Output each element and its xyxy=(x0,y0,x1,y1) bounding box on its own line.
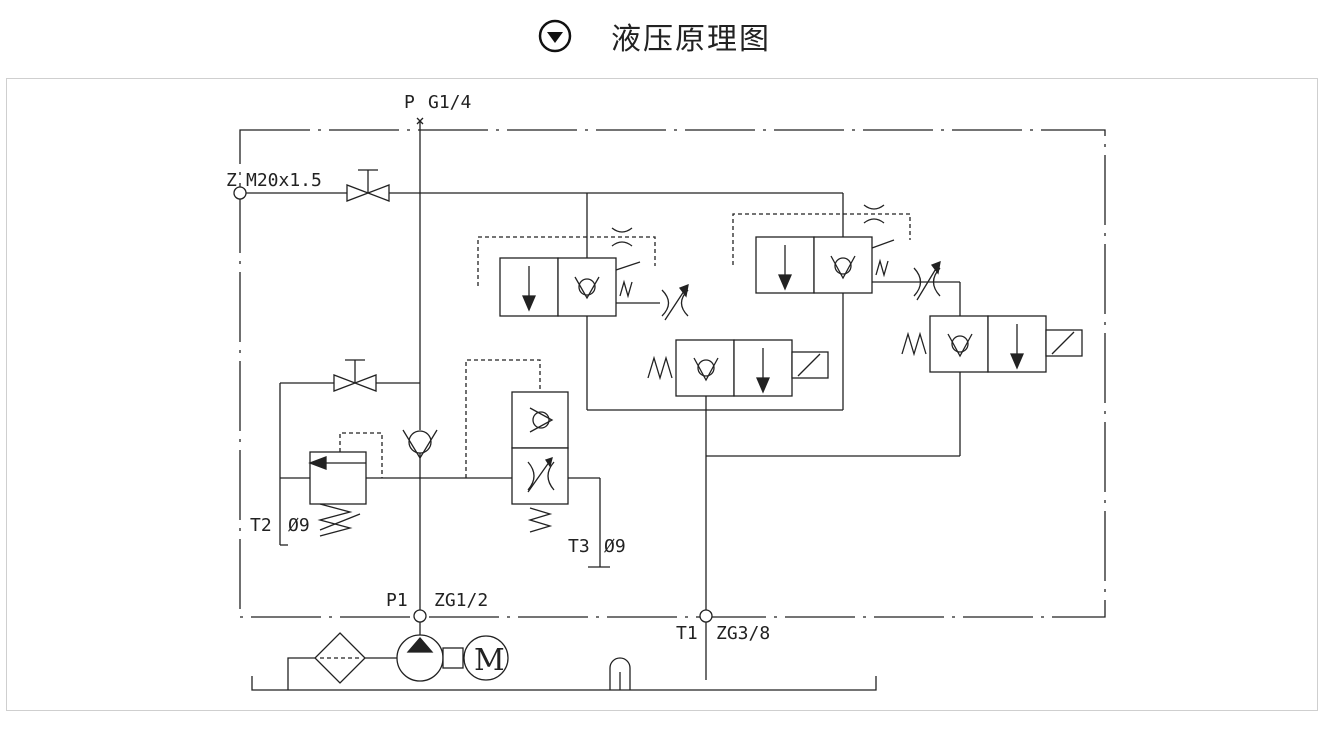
relief-valve xyxy=(280,432,600,537)
header-title-group: 液压原理图 xyxy=(537,14,771,58)
label-p-size: G1/4 xyxy=(428,92,471,113)
label-p1: P1 xyxy=(386,590,408,611)
diagram-panel xyxy=(6,78,1318,711)
label-t2: T2 xyxy=(250,515,272,536)
page-title: 液压原理图 xyxy=(611,22,771,57)
label-t3-size: Ø9 xyxy=(604,536,626,557)
label-t3: T3 xyxy=(568,536,590,557)
flow-control-stack xyxy=(465,359,610,568)
port-t1 xyxy=(699,609,713,623)
solenoid-valve-middle xyxy=(647,339,829,680)
motor-label: M xyxy=(474,643,505,678)
manifold-boundary xyxy=(239,129,1106,618)
pump-motor-group xyxy=(251,622,877,691)
bypass-needle-valve xyxy=(279,359,420,546)
main-check-valve xyxy=(402,429,438,610)
port-p1 xyxy=(413,609,427,623)
header: 液压原理图 xyxy=(0,0,1341,72)
label-t2-size: Ø9 xyxy=(288,515,310,536)
upper-right-valve xyxy=(732,204,961,316)
label-p1-size: ZG1/2 xyxy=(434,590,488,611)
label-z: Z xyxy=(226,170,237,191)
port-p xyxy=(416,117,424,430)
label-p: P xyxy=(404,92,415,113)
label-t1-size: ZG3/8 xyxy=(716,623,770,644)
label-t1: T1 xyxy=(676,623,698,644)
chevron-down-circle-icon[interactable] xyxy=(537,18,573,54)
label-z-size: M20x1.5 xyxy=(246,170,322,191)
upper-left-valve xyxy=(477,227,689,321)
solenoid-valve-right xyxy=(706,315,1083,457)
